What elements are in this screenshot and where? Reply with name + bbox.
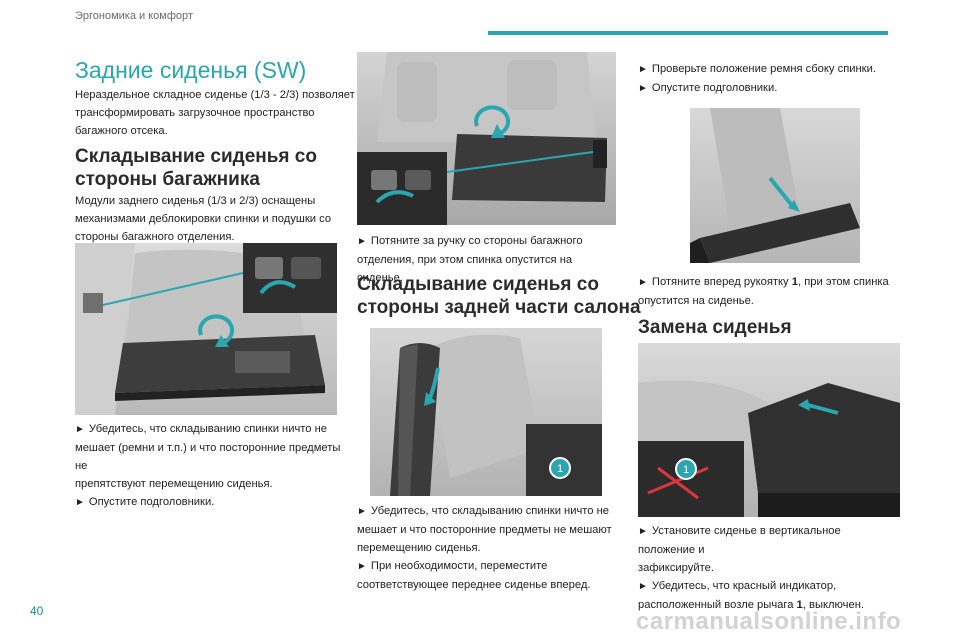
col2-bullet-pull-handle: ►Потяните за ручку со стороны багажного …: [357, 235, 583, 284]
page-title: Задние сиденья (SW): [75, 57, 307, 83]
callout-1: 1: [683, 464, 689, 476]
callout-1: 1: [557, 463, 563, 475]
bullet-arrow-icon: ►: [357, 236, 367, 247]
page-number: 40: [30, 604, 44, 618]
seat-lever-illustration: [690, 108, 860, 263]
bullet-arrow-icon: ►: [75, 424, 85, 435]
trunk-handle-illustration: [357, 52, 616, 225]
col2-bullets-bottom: ►Убедитесь, что складыванию спинки ничто…: [357, 505, 612, 591]
watermark: carmanualsonline.info: [636, 608, 902, 635]
bullet-arrow-icon: ►: [638, 526, 648, 537]
seat-replacement-illustration: 1: [638, 343, 900, 517]
heading-seat-replacement: Замена сиденья: [638, 317, 792, 338]
col3-bullets-bottom: ►Установите сиденье в вертикальное полож…: [638, 525, 865, 611]
col1-bullet-check: ►Убедитесь, что складыванию спинки ничто…: [75, 423, 341, 508]
bullet-arrow-icon: ►: [75, 497, 85, 508]
trunk-seat-illustration: [75, 243, 337, 415]
bullet-arrow-icon: ►: [357, 561, 367, 572]
cabin-seat-illustration: 1: [370, 328, 602, 496]
trunk-release-paragraph: Модули заднего сиденья (1/3 и 2/3) оснащ…: [75, 195, 332, 243]
bullet-arrow-icon: ►: [638, 83, 648, 94]
header-accent-bar: [488, 31, 888, 35]
bullet-arrow-icon: ►: [638, 581, 648, 592]
intro-paragraph: Нераздельное складное сиденье (1/3 - 2/3…: [75, 89, 355, 137]
col3-bullets-top: ►Проверьте положение ремня сбоку спинки.…: [638, 63, 876, 94]
bullet-arrow-icon: ►: [357, 506, 367, 517]
col3-bullet-pull-lever: ►Потяните вперед рукоятку 1, при этом сп…: [638, 276, 889, 307]
bullet-arrow-icon: ►: [638, 64, 648, 75]
bullet-arrow-icon: ►: [638, 277, 648, 288]
section-label: Эргономика и комфорт: [75, 10, 193, 22]
